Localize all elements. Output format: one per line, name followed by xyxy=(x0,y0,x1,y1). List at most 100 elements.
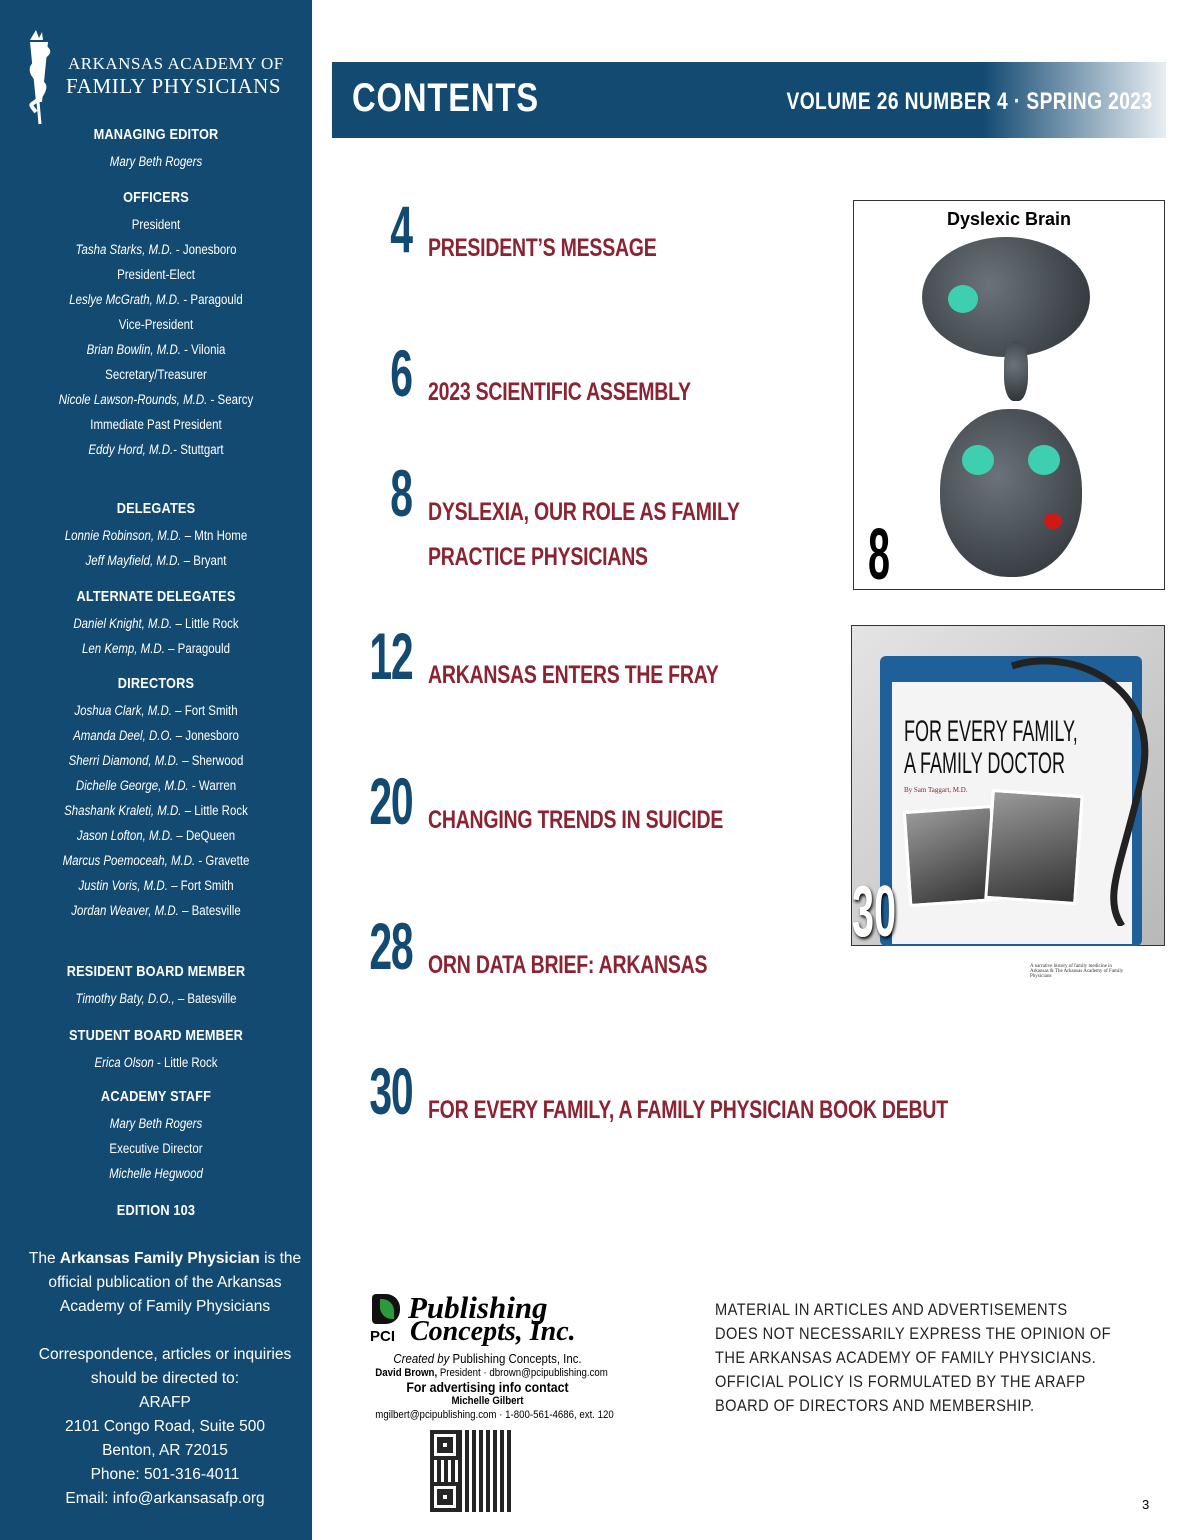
section-heading: DELEGATES xyxy=(116,500,196,517)
highlight-dot xyxy=(962,445,994,475)
edition-section: EDITION 103 xyxy=(0,1202,312,1225)
person-name: Lonnie Robinson, M.D. xyxy=(64,528,182,543)
location: – Batesville xyxy=(174,991,237,1006)
person-name: Michelle Hegwood xyxy=(109,1166,203,1181)
person-name: Leslye McGrath, M.D. xyxy=(69,292,181,307)
contents-header: CONTENTS VOLUME 26 NUMBER 4 · SPRING 202… xyxy=(332,62,1166,138)
image-caption: Dyslexic Brain xyxy=(946,209,1072,229)
highlight-dot xyxy=(1044,513,1062,529)
person-name: Mary Beth Rogers xyxy=(109,154,203,169)
about-text: The Arkansas Family Physician is the off… xyxy=(28,1250,302,1315)
officers-section: OFFICERS President Tasha Starks, M.D. - … xyxy=(0,189,312,462)
section-heading: OFFICERS xyxy=(123,189,189,206)
person-name: Jeff Mayfield, M.D. xyxy=(85,553,181,568)
role: President xyxy=(131,217,181,232)
person-name: Daniel Knight, M.D. xyxy=(73,616,173,631)
section-heading: MANAGING EDITOR xyxy=(93,126,219,143)
highlight-dot xyxy=(1028,445,1060,475)
location: – Little Rock xyxy=(172,616,239,631)
pci-logo-icon xyxy=(372,1294,400,1324)
person-name: Dichelle George, M.D. xyxy=(75,778,189,793)
org-name-line2: FAMILY PHYSICIANS xyxy=(66,74,282,98)
book-title: FOR EVERY FAMILY,A FAMILY DOCTOR xyxy=(904,715,1078,780)
resident-section: RESIDENT BOARD MEMBER Timothy Baty, D.O.… xyxy=(0,963,312,1011)
person-name: Joshua Clark, M.D. xyxy=(74,703,172,718)
book-author: By Sam Taggart, M.D. xyxy=(904,786,968,794)
publisher-block: PCI Publishing Concepts, Inc. Created by… xyxy=(360,1290,615,1422)
location: – Batesville xyxy=(178,903,241,918)
student-section: STUDENT BOARD MEMBER Erica Olson - Littl… xyxy=(0,1027,312,1075)
directors-section: DIRECTORS Joshua Clark, M.D. – Fort Smit… xyxy=(0,675,312,923)
person-name: Tasha Starks, M.D. xyxy=(75,242,173,257)
role: Vice-President xyxy=(118,317,194,332)
location: – Mtn Home xyxy=(181,528,248,543)
org-name-line1: ARKANSAS ACADEMY OF xyxy=(68,54,284,73)
person-name: Justin Voris, M.D. xyxy=(78,878,168,893)
section-heading: ALTERNATE DELEGATES xyxy=(76,588,236,605)
location: - Little Rock xyxy=(153,1055,218,1070)
qr-code[interactable] xyxy=(430,1430,514,1512)
person-name: Mary Beth Rogers xyxy=(109,1116,203,1131)
role: Immediate Past President xyxy=(90,417,222,432)
dyslexic-brain-image[interactable]: Dyslexic Brain 8 xyxy=(853,200,1165,595)
delegates-section: DELEGATES Lonnie Robinson, M.D. – Mtn Ho… xyxy=(0,500,312,573)
location: - Gravette xyxy=(195,853,250,868)
page-title: CONTENTS xyxy=(352,76,539,120)
person-name: Brian Bowlin, M.D. xyxy=(86,342,181,357)
person-name: Sherri Diamond, M.D. xyxy=(68,753,179,768)
person-name: Shashank Kraleti, M.D. xyxy=(64,803,182,818)
highlight-dot xyxy=(948,285,978,313)
book-cover: FOR EVERY FAMILY,A FAMILY DOCTOR By Sam … xyxy=(892,682,1132,979)
book-cover-image[interactable]: FOR EVERY FAMILY,A FAMILY DOCTOR By Sam … xyxy=(851,625,1165,979)
location: – Little Rock xyxy=(181,803,248,818)
volume-info: VOLUME 26 NUMBER 4 · SPRING 2023 xyxy=(786,88,1152,115)
location: – Fort Smith xyxy=(167,878,234,893)
location: - Vilonia xyxy=(180,342,226,357)
location: – Sherwood xyxy=(178,753,244,768)
location: – Bryant xyxy=(180,553,227,568)
section-heading: ACADEMY STAFF xyxy=(100,1088,212,1105)
section-heading: RESIDENT BOARD MEMBER xyxy=(66,963,246,980)
alternate-delegates-section: ALTERNATE DELEGATES Daniel Knight, M.D. … xyxy=(0,588,312,661)
person-name: Marcus Poemoceah, M.D. xyxy=(62,853,196,868)
location: – Fort Smith xyxy=(171,703,238,718)
staff-section: ACADEMY STAFF Mary Beth Rogers Executive… xyxy=(0,1088,312,1186)
page-number-badge: 8 xyxy=(868,515,891,595)
person-name: Jordan Weaver, M.D. xyxy=(71,903,179,918)
brain-stem xyxy=(1004,341,1028,401)
edition-label: EDITION 103 xyxy=(116,1202,196,1219)
managing-editor-section: MANAGING EDITOR Mary Beth Rogers xyxy=(0,126,312,174)
location: - Paragould xyxy=(180,292,243,307)
location: – Jonesboro xyxy=(172,728,239,743)
person-name: Len Kemp, M.D. xyxy=(81,641,165,656)
person-name: Timothy Baty, D.O., xyxy=(75,991,175,1006)
stethoscope-icon xyxy=(1010,657,1149,926)
academy-logo: ARKANSAS ACADEMY OF FAMILY PHYSICIANS xyxy=(18,28,298,128)
section-heading: STUDENT BOARD MEMBER xyxy=(68,1027,244,1044)
location: – Paragould xyxy=(164,641,230,656)
location: – DeQueen xyxy=(173,828,236,843)
location: - Jonesboro xyxy=(172,242,237,257)
sidebar: ARKANSAS ACADEMY OF FAMILY PHYSICIANS MA… xyxy=(0,0,312,1540)
role: President-Elect xyxy=(117,267,195,282)
page-number: 3 xyxy=(1142,1497,1150,1512)
section-heading: DIRECTORS xyxy=(117,675,195,692)
person-name: Jason Lofton, M.D. xyxy=(76,828,174,843)
location: - Warren xyxy=(188,778,237,793)
page-number-badge: 30 xyxy=(852,872,897,952)
email-link[interactable]: Email: info@arkansasafp.org xyxy=(65,1490,265,1507)
publisher-logo: PCI Publishing Concepts, Inc. xyxy=(370,1290,576,1347)
location: - Searcy xyxy=(207,392,254,407)
person-name: Erica Olson xyxy=(94,1055,154,1070)
book-subtitle: A narrative history of family medicine i… xyxy=(1030,964,1124,979)
role: Executive Director xyxy=(109,1141,203,1156)
